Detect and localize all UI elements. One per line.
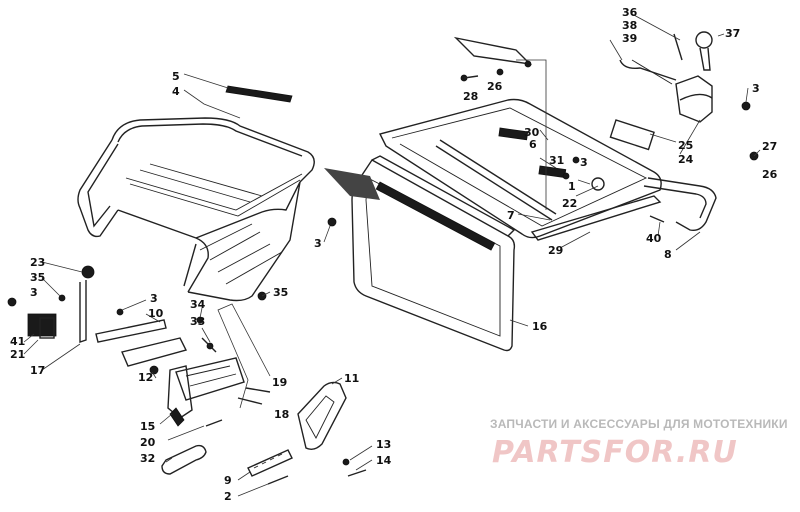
callout-38: 38 — [622, 19, 637, 32]
callout-31: 31 — [549, 154, 564, 167]
callout-5: 5 — [172, 70, 180, 83]
callout-labels: 5 4 28 26 30 6 31 3 1 22 7 36 38 39 37 3… — [10, 6, 778, 503]
callout-3d: 3 — [150, 292, 158, 305]
leader-lines — [23, 13, 761, 497]
callout-29: 29 — [548, 244, 563, 257]
callout-12: 12 — [138, 371, 153, 384]
callout-15: 15 — [140, 420, 155, 433]
callout-19: 19 — [272, 376, 287, 389]
callout-32: 32 — [140, 452, 155, 465]
hitch-assembly — [7, 265, 367, 485]
callout-28: 28 — [463, 90, 478, 103]
callout-3b: 3 — [752, 82, 760, 95]
latch-assembly — [453, 31, 751, 123]
callout-33: 33 — [190, 315, 205, 328]
callout-3c: 3 — [314, 237, 322, 250]
nut-3 — [327, 217, 337, 227]
callout-26: 26 — [487, 80, 503, 93]
callout-1: 1 — [568, 180, 576, 193]
callout-13: 13 — [376, 438, 391, 451]
callout-37: 37 — [725, 27, 740, 40]
callout-4: 4 — [172, 85, 180, 98]
callout-20: 20 — [140, 436, 156, 449]
callout-16: 16 — [532, 320, 548, 333]
callout-10: 10 — [148, 307, 164, 320]
callout-2: 2 — [224, 490, 232, 503]
callout-11: 11 — [344, 372, 359, 385]
callout-17: 17 — [30, 364, 45, 377]
callout-35: 35 — [273, 286, 288, 299]
callout-18: 18 — [274, 408, 289, 421]
callout-41: 41 — [10, 335, 25, 348]
callout-26b: 26 — [762, 168, 778, 181]
callout-35b: 35 — [30, 271, 45, 284]
callout-34: 34 — [190, 298, 206, 311]
callout-39: 39 — [622, 32, 637, 45]
callout-6: 6 — [529, 138, 537, 151]
seat-back-panel — [324, 155, 516, 352]
watermark: ЗАПЧАСТИ И АКСЕССУАРЫ ДЛЯ МОТОТЕХНИКИ PA… — [490, 417, 788, 470]
callout-8: 8 — [664, 248, 672, 261]
callout-22: 22 — [562, 197, 577, 210]
callout-40: 40 — [646, 232, 662, 245]
rear-rack — [77, 85, 315, 302]
callout-30: 30 — [524, 126, 540, 139]
tray-frame — [378, 98, 717, 241]
callout-24: 24 — [678, 153, 694, 166]
callout-9: 9 — [224, 474, 232, 487]
callout-27: 27 — [762, 140, 777, 153]
callout-21: 21 — [10, 348, 25, 361]
callout-14: 14 — [376, 454, 392, 467]
watermark-logo: PARTSFOR.RU — [492, 435, 738, 470]
callout-23: 23 — [30, 256, 45, 269]
watermark-tagline: ЗАПЧАСТИ И АКСЕССУАРЫ ДЛЯ МОТОТЕХНИКИ — [490, 417, 788, 431]
callout-36: 36 — [622, 6, 638, 19]
callout-7: 7 — [507, 209, 515, 222]
callout-3e: 3 — [30, 286, 38, 299]
callout-3: 3 — [580, 156, 588, 169]
callout-25: 25 — [678, 139, 693, 152]
